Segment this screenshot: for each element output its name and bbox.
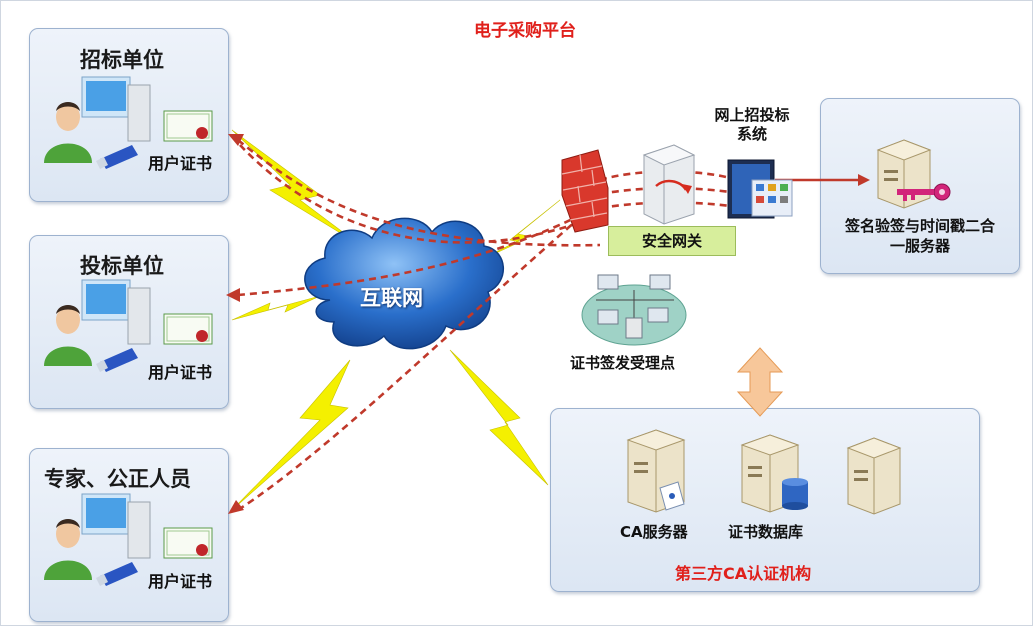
network-icon [581,274,687,346]
panel-title-bidder: 投标单位 [80,254,164,278]
arrow-gw-1 [599,170,731,182]
gateway-server-icon [642,144,696,225]
ca-org-label: 第三方CA认证机构 [675,564,812,583]
lightning-bolt-bidder [231,295,321,321]
arrowhead-tenderer [228,134,244,146]
diagram-title: 电子采购平台 [474,21,576,41]
internet-label: 互联网 [360,286,423,310]
sign-server-line1: 签名验签与时间戳二合 [844,217,995,235]
arrow-expert [237,199,601,512]
lightning-bolt-tenderer [231,129,361,246]
cert-point-label: 证书签发受理点 [570,354,676,372]
panel-title-tenderer: 招标单位 [80,48,164,72]
panel-title-expert: 专家、公正人员 [44,467,191,491]
firewall-icon [561,149,609,233]
user-cert-label-expert: 用户证书 [148,572,213,591]
user-cert-label-bidder: 用户证书 [148,363,213,382]
arrowhead-expert [228,500,244,514]
arrow-tenderer-2 [239,144,601,244]
ca-server-label: CA服务器 [620,523,688,541]
ca-server-icon [626,429,686,513]
bidding-server-icon [727,159,793,219]
gateway-label: 安全网关 [608,226,736,256]
arrowhead-bidder [226,288,240,302]
double-arrow-ca [736,347,784,417]
bidding-system-line2: 系统 [736,125,767,143]
sign-server-icon [876,139,951,209]
workstation-user-icon-tenderer [44,76,213,169]
cert-db-server-icon [740,434,808,513]
lightning-bolts [231,129,561,511]
lightning-bolt-ca [449,349,549,486]
bidding-system-line1: 网上招投标 [714,106,790,124]
arrow-tenderer [237,138,601,247]
ca-backup-server-icon [846,437,902,515]
bidding-system-label: 网上招投标 系统 [704,106,800,144]
cert-db-label: 证书数据库 [728,523,804,541]
internet-cloud [304,217,505,350]
user-cert-label-tenderer: 用户证书 [148,154,213,173]
workstation-user-icon-bidder [44,279,213,372]
workstation-user-icon-expert [44,493,213,586]
sign-server-line2: 一服务器 [889,237,950,255]
lightning-bolt-expert [231,359,351,511]
sign-server-label: 签名验签与时间戳二合 一服务器 [822,216,1018,256]
gateway-label-text: 安全网关 [641,232,702,250]
